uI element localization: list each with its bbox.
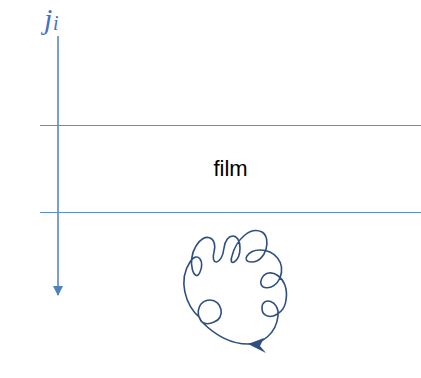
current-subscript: i <box>53 12 59 35</box>
current-symbol: j <box>44 2 52 36</box>
arrow-head <box>53 286 63 296</box>
film-band: film <box>40 125 421 213</box>
current-arrow <box>57 36 59 295</box>
turbulent-loop <box>184 231 287 344</box>
loop-arrow-head <box>248 338 266 353</box>
band-label: film <box>213 156 247 182</box>
